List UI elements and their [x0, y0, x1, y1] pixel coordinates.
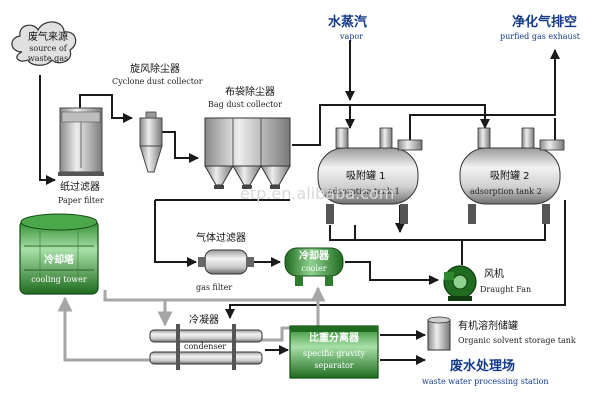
condenser-icon	[149, 324, 263, 370]
cyclone-label-cn: 旋风除尘器	[130, 64, 180, 75]
condenser-label-en: condenser	[184, 342, 227, 351]
bag-collector-icon	[204, 117, 291, 189]
gas-filter-icon	[198, 249, 254, 275]
source-label-en-line2: waste gas	[27, 54, 69, 63]
paper-filter-icon	[58, 107, 104, 176]
cooling-tower-icon	[19, 213, 99, 295]
tank1-label-en: adsorption tank 1	[328, 187, 400, 196]
bag-label-en: Bag dust collector	[208, 100, 282, 109]
storage-tank-icon	[427, 316, 451, 351]
cooling-tower-label-cn: 冷却塔	[44, 255, 74, 266]
separator-label-cn: 比重分离器	[309, 333, 359, 344]
cyclone-label-en: Cyclone dust collector	[112, 77, 203, 86]
waste-water-label-en: waste water processing station	[422, 377, 549, 386]
adsorption-tank-icon	[459, 127, 565, 224]
paper-filter-label-cn: 纸过滤器	[60, 182, 100, 193]
cooler-icon	[284, 247, 344, 286]
vapor-label-cn: 水蒸汽	[328, 15, 368, 30]
source-label-cn: 废气来源	[28, 32, 68, 43]
fan-label-cn: 风机	[484, 269, 504, 280]
condenser-label-cn: 冷凝器	[189, 315, 219, 326]
gas-filter-label-cn: 气体过滤器	[196, 233, 246, 244]
tank1-label-cn: 吸附罐 1	[346, 171, 386, 182]
tank2-label-en: adsorption tank 2	[470, 187, 542, 196]
solvent-tank-label-en: Organic solvent storage tank	[458, 336, 576, 345]
tank2-label-cn: 吸附罐 2	[490, 171, 530, 182]
exhaust-label-en: purfied gas exhaust	[500, 32, 581, 41]
fan-label-en: Draught Fan	[480, 285, 532, 294]
separator-label-en-line1: specific gravity	[303, 349, 365, 358]
adsorption-tank-icon	[317, 127, 423, 224]
solvent-tank-label-cn: 有机溶剂储罐	[458, 321, 518, 332]
vapor-label-en: vapor	[340, 32, 364, 41]
cooling-tower-label-en: cooling tower	[31, 275, 87, 284]
separator-label-en-line2: separator	[314, 361, 354, 370]
gas-filter-label-en: gas filter	[196, 283, 233, 292]
cloud-icon	[11, 21, 77, 66]
cooler-label-en: cooler	[301, 264, 327, 273]
bag-label-cn: 布袋除尘器	[225, 87, 275, 98]
cooler-label-cn: 冷却器	[299, 251, 329, 262]
watermark: etp.en.alibaba.com	[240, 184, 395, 203]
separator-icon	[289, 325, 379, 379]
gray-water-lines	[57, 286, 326, 362]
waste-water-label-cn: 废水处理场	[450, 359, 516, 374]
fan-icon	[443, 265, 477, 301]
source-label-en-line1: source of	[29, 44, 67, 53]
cyclone-icon	[139, 111, 163, 173]
exhaust-label-cn: 净化气排空	[512, 15, 578, 30]
paper-filter-label-en: Paper filter	[58, 196, 104, 205]
